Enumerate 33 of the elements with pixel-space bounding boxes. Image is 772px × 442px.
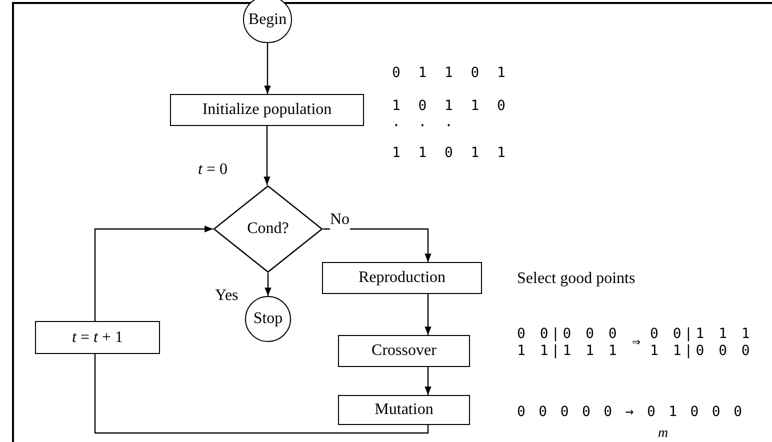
process-box: [338, 395, 470, 425]
node-label: Begin: [248, 10, 287, 30]
bit-string: 1 0 1 1 0: [392, 98, 510, 116]
node-label: Crossover: [372, 341, 436, 361]
bit-string: 0 0|0 0 0: [517, 326, 620, 344]
bit-string: 1 1|1 1 1: [517, 343, 620, 360]
process-box: [322, 262, 482, 294]
bit-string: m: [658, 425, 668, 442]
bit-string: 0 0 0 0 0 → 0 1 0 0 0: [517, 404, 744, 422]
process-box: [338, 335, 470, 367]
node-label: Stop: [253, 309, 283, 329]
arrow: [264, 43, 271, 94]
bit-string: 0 1 1 0 1: [392, 65, 510, 82]
node-note: Select good points: [517, 269, 636, 289]
node-label: Cond?: [247, 219, 289, 239]
arrow: [424, 367, 432, 395]
arrow: [94, 226, 213, 321]
node-label: Mutation: [374, 400, 434, 420]
arrow: [264, 126, 270, 185]
bit-string: 1 1 0 1 1: [392, 145, 510, 162]
bit-string: ⇒: [632, 334, 640, 352]
arrow: [323, 228, 432, 262]
node-label: Initialize population: [202, 100, 332, 120]
bit-string: · · ·: [392, 118, 458, 136]
bit-string: 1 1|0 0 0: [650, 343, 753, 360]
process-box: [170, 94, 364, 126]
arrow: [264, 273, 272, 296]
decision-diamond: [213, 185, 323, 273]
process-box: [35, 321, 160, 354]
arrow: [424, 294, 432, 335]
node-label: Reproduction: [358, 268, 446, 288]
bit-string: 0 0|1 1 1: [650, 326, 753, 344]
node-label: t = t + 1: [72, 328, 123, 348]
